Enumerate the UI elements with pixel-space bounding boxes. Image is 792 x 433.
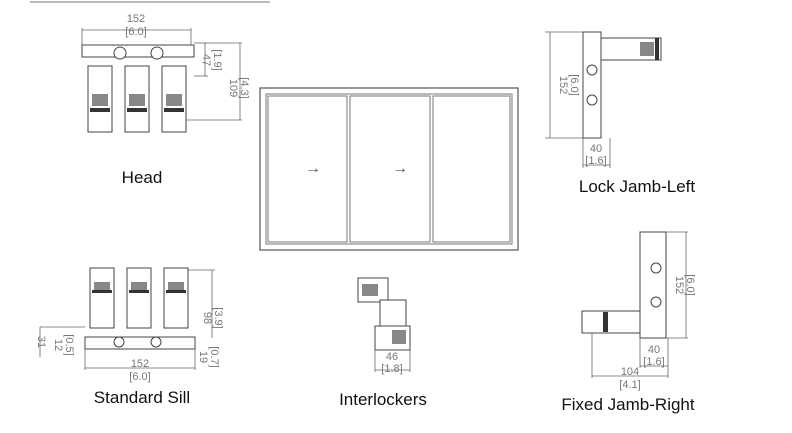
fixed-jamb-w-in-dim: [4.1]	[619, 379, 640, 391]
sill-c-in-dim: [0.7]	[208, 346, 220, 367]
slide-arrow-icon: →	[392, 160, 408, 177]
sill-width-in-dim: [6.0]	[129, 371, 150, 383]
lock-jamb-height-in-dim: [6.0]	[568, 74, 580, 95]
interlock-w-dim: 46	[386, 351, 398, 363]
sill-h-dim: 98	[201, 312, 213, 324]
fixed-jamb-depth-in-dim: [1.6]	[643, 356, 664, 368]
lock-jamb-height-dim: 152	[557, 76, 569, 94]
standard-sill-section: 31 12 [0.5] 98 [3.9] 19 [0.7] 152 [6.0] …	[35, 267, 224, 407]
fixed-jamb-depth-dim: 40	[648, 344, 660, 356]
fixed-jamb-right-label: Fixed Jamb-Right	[561, 395, 694, 414]
head-width-dim: 152	[127, 13, 145, 25]
sill-h-in-dim: [3.9]	[212, 307, 224, 328]
sill-b-dim: 12	[52, 339, 64, 351]
lock-jamb-depth-dim: 40	[590, 143, 602, 155]
interlock-w-in-dim: [1.8]	[381, 363, 402, 375]
lock-jamb-left-section: 152 [6.0] 40 [1.6] Lock Jamb-Left	[545, 31, 695, 196]
head-label: Head	[122, 168, 163, 187]
interlockers-section: 46 [1.8] Interlockers	[339, 277, 427, 409]
head-h1-in-dim: [1.9]	[211, 49, 223, 70]
slide-arrow-icon: →	[305, 160, 321, 177]
fixed-jamb-w-dim: 104	[621, 366, 639, 378]
sill-b-in-dim: [0.5]	[63, 334, 75, 355]
standard-sill-label: Standard Sill	[94, 388, 190, 407]
fixed-jamb-height-dim: 152	[673, 276, 685, 294]
fixed-jamb-right-section: 152 [6.0] 40 [1.6] 104 [4.1] Fixed Jamb-…	[561, 231, 696, 414]
head-h1-dim: 47	[200, 54, 212, 66]
head-h2-in-dim: [4.3]	[238, 77, 250, 98]
fixed-jamb-height-in-dim: [6.0]	[684, 274, 696, 295]
interlockers-label: Interlockers	[339, 390, 427, 409]
lock-jamb-depth-in-dim: [1.6]	[585, 155, 606, 167]
sill-c-dim: 19	[197, 351, 209, 363]
head-section: 152 [6.0] 47 [1.9] 109 [4.3] Head	[81, 13, 250, 187]
lock-jamb-left-label: Lock Jamb-Left	[579, 177, 695, 196]
head-width-in-dim: [6.0]	[125, 26, 146, 38]
sill-width-dim: 152	[131, 358, 149, 370]
window-elevation: → →	[259, 87, 519, 251]
sill-a-dim: 31	[35, 336, 47, 348]
head-h2-dim: 109	[227, 79, 239, 97]
